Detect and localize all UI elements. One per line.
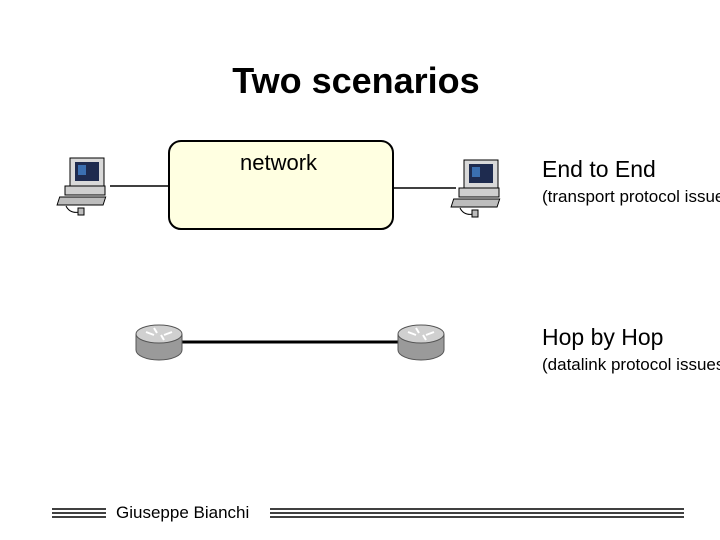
footer-author: Giuseppe Bianchi — [116, 503, 250, 522]
footer-rule-left — [52, 508, 106, 518]
network-cloud — [168, 140, 394, 230]
router-icon — [397, 324, 445, 361]
end-to-end-note: (transport protocol issues) — [542, 187, 720, 206]
hop-by-hop-note: (datalink protocol issues) — [542, 355, 720, 374]
computer-icon — [56, 157, 107, 216]
end-to-end-block: End to End (transport protocol issues) — [542, 156, 720, 236]
hop-by-hop-block: Hop by Hop (datalink protocol issues) — [542, 324, 720, 404]
router-icon — [135, 324, 183, 361]
computer-icon — [450, 159, 501, 218]
hop-by-hop-label: Hop by Hop — [542, 324, 664, 350]
network-label: network — [240, 150, 318, 175]
end-to-end-label: End to End — [542, 156, 656, 182]
footer-rule-right — [270, 508, 684, 518]
page-title: Two scenarios — [232, 60, 480, 101]
